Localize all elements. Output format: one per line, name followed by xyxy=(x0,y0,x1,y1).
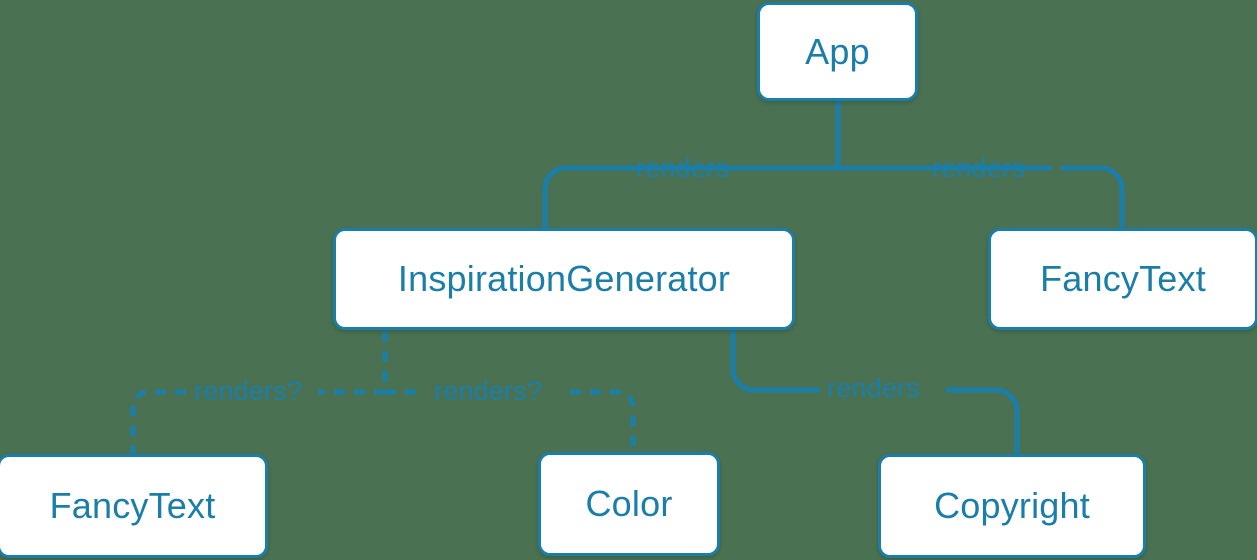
node-copyright[interactable]: Copyright xyxy=(878,454,1146,558)
edge-label-inspgen-to-color: renders? xyxy=(434,376,543,406)
edge-inspgen-to-color-seg2 xyxy=(570,389,636,453)
node-fancytext-right-label: FancyText xyxy=(1040,258,1206,299)
node-fancytext-bottom-left-label: FancyText xyxy=(49,485,216,526)
edge-label-inspgen-to-copyright: renders xyxy=(827,373,920,403)
node-color[interactable]: Color xyxy=(538,452,720,556)
node-inspirationgenerator-label: InspirationGenerator xyxy=(397,258,731,299)
edge-app-to-fancytext-seg2 xyxy=(1060,165,1125,232)
edge-label-inspgen-to-fancytext-bl: renders? xyxy=(194,376,303,406)
node-color-label: Color xyxy=(585,483,673,524)
edge-app-to-inspgen-seg2 xyxy=(542,165,772,232)
edge-label-app-to-inspgen: renders xyxy=(636,153,729,183)
edge-label-app-to-fancytext: renders xyxy=(932,153,1025,183)
edge-inspgen-to-fancytext-bl-seg2 xyxy=(130,389,186,455)
node-app-label: App xyxy=(805,30,870,72)
node-fancytext-bottom-left[interactable]: FancyText xyxy=(0,454,268,558)
edge-inspgen-to-copyright-seg2 xyxy=(945,387,1020,458)
edge-inspgen-to-copyright-seg1 xyxy=(730,328,821,393)
node-copyright-label: Copyright xyxy=(934,485,1090,526)
node-fancytext-right[interactable]: FancyText xyxy=(988,228,1257,330)
node-app[interactable]: App xyxy=(757,2,918,101)
node-inspirationgenerator[interactable]: InspirationGenerator xyxy=(333,228,795,330)
